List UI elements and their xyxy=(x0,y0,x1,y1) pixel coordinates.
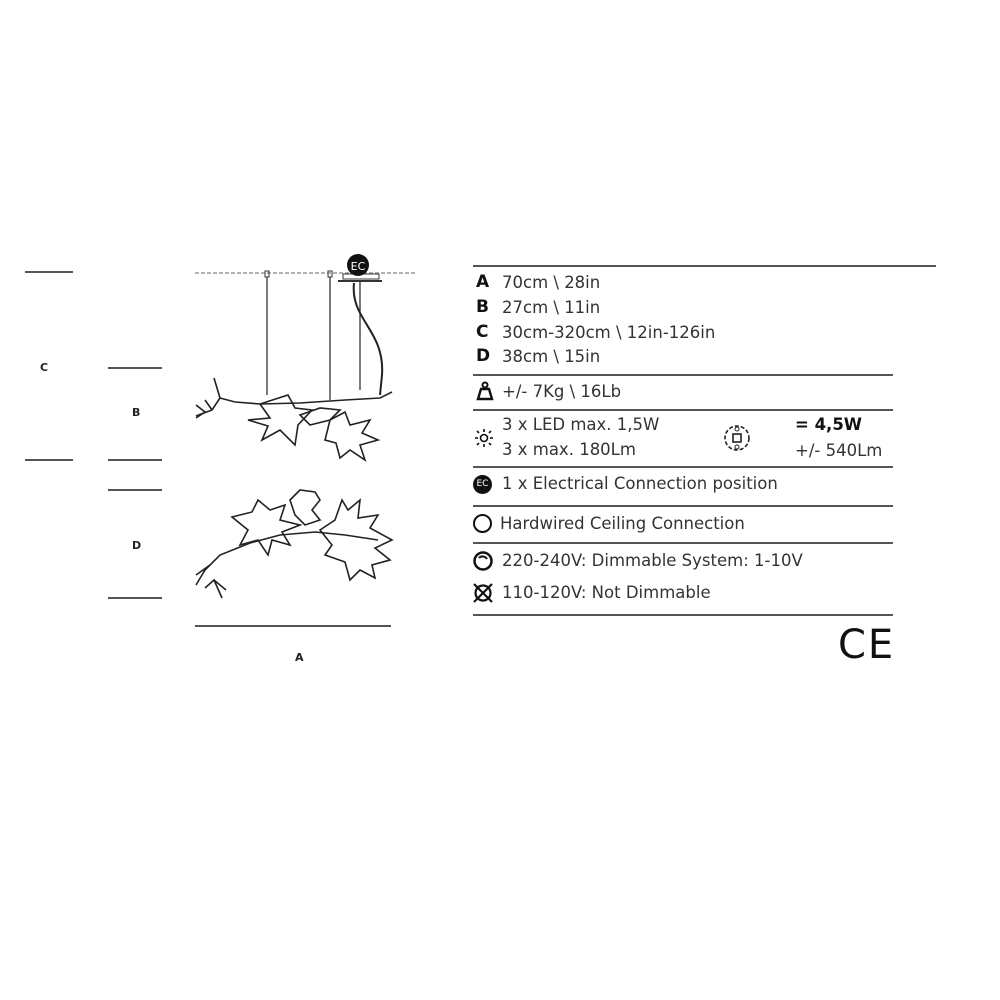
divider xyxy=(473,466,893,468)
ec-badge-icon xyxy=(347,254,369,276)
hardwired-text: Hardwired Ceiling Connection xyxy=(500,514,745,533)
not-dimmable-text: 110-120V: Not Dimmable xyxy=(502,583,711,602)
dimension-line-d-bottom xyxy=(108,597,162,599)
hardwired-circle-icon xyxy=(473,514,492,533)
dimension-line-c-bottom xyxy=(25,459,73,461)
dim-value-c: 30cm-320cm \ 12in-126in xyxy=(502,323,716,342)
divider xyxy=(473,505,893,507)
led-lumen: 3 x max. 180Lm xyxy=(502,440,636,459)
dimension-line-d-top xyxy=(108,489,162,491)
divider xyxy=(473,265,936,267)
led-power: 3 x LED max. 1,5W xyxy=(502,415,660,434)
cable-anchor xyxy=(264,270,270,278)
light-source-icon xyxy=(475,429,493,447)
dimension-line-a xyxy=(195,625,391,627)
not-dimmable-icon xyxy=(473,583,493,603)
dim-value-a: 70cm \ 28in xyxy=(502,273,601,292)
electrical-connection-text: 1 x Electrical Connection position xyxy=(502,474,778,493)
cable-anchor xyxy=(327,270,333,278)
divider xyxy=(473,614,893,616)
dimension-label-d: D xyxy=(132,539,142,552)
dimension-line-b-bottom xyxy=(108,459,162,461)
dimension-line-c-top xyxy=(25,271,73,273)
power-cable xyxy=(352,282,384,396)
divider xyxy=(473,374,893,376)
dim-key-a: A xyxy=(476,272,490,292)
dim-key-b: B xyxy=(476,297,489,317)
led-module-icon xyxy=(724,425,750,451)
dim-value-b: 27cm \ 11in xyxy=(502,298,601,317)
dimension-label-c: C xyxy=(40,361,49,374)
top-view-branch xyxy=(195,377,393,462)
weight-value: +/- 7Kg \ 16Lb xyxy=(502,382,622,401)
dimmable-icon xyxy=(473,551,493,571)
dim-key-d: D xyxy=(476,346,491,366)
dimension-label-b: B xyxy=(132,406,141,419)
dimension-label-a: A xyxy=(295,651,304,664)
total-lumen: +/- 540Lm xyxy=(795,441,883,460)
ce-mark: CE xyxy=(838,622,896,668)
dimmable-text: 220-240V: Dimmable System: 1-10V xyxy=(502,551,803,570)
ec-badge-label: EC xyxy=(351,260,366,273)
dimension-line-b-top xyxy=(108,367,162,369)
dim-value-d: 38cm \ 15in xyxy=(502,347,601,366)
divider xyxy=(473,542,893,544)
weight-icon xyxy=(476,381,494,401)
divider xyxy=(473,409,893,411)
dim-key-c: C xyxy=(476,322,489,342)
ec-icon: EC xyxy=(473,475,492,494)
side-view-branch xyxy=(195,489,394,599)
total-power: = 4,5W xyxy=(795,415,862,434)
